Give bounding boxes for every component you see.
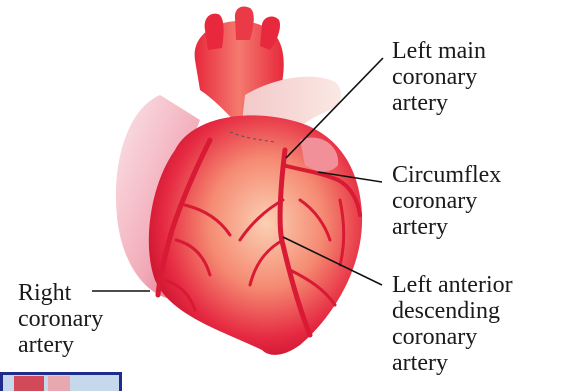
label-line: descending xyxy=(392,298,513,324)
label-line: artery xyxy=(392,90,486,116)
label-left-main-coronary-artery: Left main coronary artery xyxy=(392,38,486,116)
aorta-branch-2 xyxy=(235,6,254,40)
label-line: coronary xyxy=(18,306,103,332)
label-line: artery xyxy=(18,332,103,358)
aorta-branch-1 xyxy=(205,14,224,50)
inset-image xyxy=(0,372,122,391)
label-line: Left anterior xyxy=(392,272,513,298)
label-line: coronary xyxy=(392,64,486,90)
label-left-anterior-descending-coronary-artery: Left anterior descending coronary artery xyxy=(392,272,513,376)
label-line: Right xyxy=(18,280,103,306)
label-line: coronary xyxy=(392,324,513,350)
label-line: Circumflex xyxy=(392,162,501,188)
label-circumflex-coronary-artery: Circumflex coronary artery xyxy=(392,162,501,240)
label-line: artery xyxy=(392,350,513,376)
label-line: Left main xyxy=(392,38,486,64)
label-right-coronary-artery: Right coronary artery xyxy=(18,280,103,358)
label-line: artery xyxy=(392,214,501,240)
label-line: coronary xyxy=(392,188,501,214)
